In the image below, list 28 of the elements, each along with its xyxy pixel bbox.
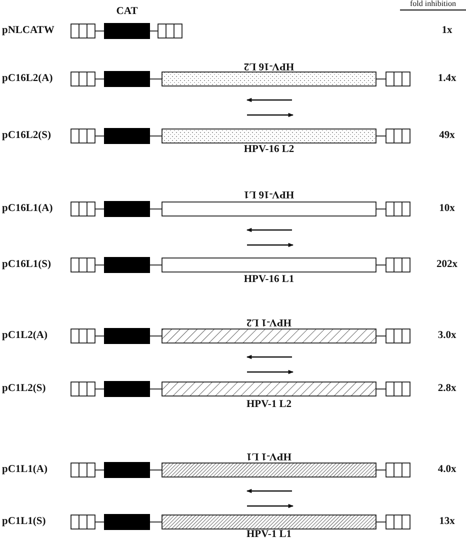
construct-name: pC16L2(S) [2, 130, 52, 142]
fold-value: 49x [439, 130, 455, 142]
fold-value: 13x [439, 516, 455, 528]
construct-name: pC1L1(A) [2, 464, 48, 476]
fold-value: 3.0x [438, 330, 456, 342]
fold-value: 1.4x [438, 74, 456, 84]
segment-label: HPV-1 L2 [246, 316, 292, 326]
construct-name: pC16L1(S) [2, 260, 52, 270]
column-header: fold inhibition [410, 0, 456, 8]
construct-name: pC1L2(S) [2, 384, 46, 394]
segment-label: HPV-16 L1 [244, 188, 294, 198]
construct-name: pNLCATW [2, 26, 54, 36]
segment-label: CAT [116, 6, 138, 18]
fold-value: 4.0x [438, 464, 456, 476]
segment-label: HPV-16 L2 [244, 60, 294, 70]
construct-name: pC1L1(S) [2, 516, 46, 528]
segment-label: HPV-1 L1 [246, 530, 292, 540]
segment-label: HPV-1 L1 [246, 450, 292, 460]
construct-name: pC16L1(A) [2, 204, 53, 214]
construct-name: pC1L2(A) [2, 330, 48, 342]
fold-value: 202x [436, 260, 458, 270]
construct-name: pC16L2(A) [2, 74, 53, 84]
segment-label: HPV-16 L1 [244, 274, 294, 286]
fold-value: 1x [442, 26, 452, 36]
segment-label: HPV-1 L2 [246, 400, 292, 410]
segment-label: HPV-16 L2 [244, 144, 294, 156]
fold-value: 10x [439, 204, 455, 214]
fold-value: 2.8x [438, 384, 456, 394]
